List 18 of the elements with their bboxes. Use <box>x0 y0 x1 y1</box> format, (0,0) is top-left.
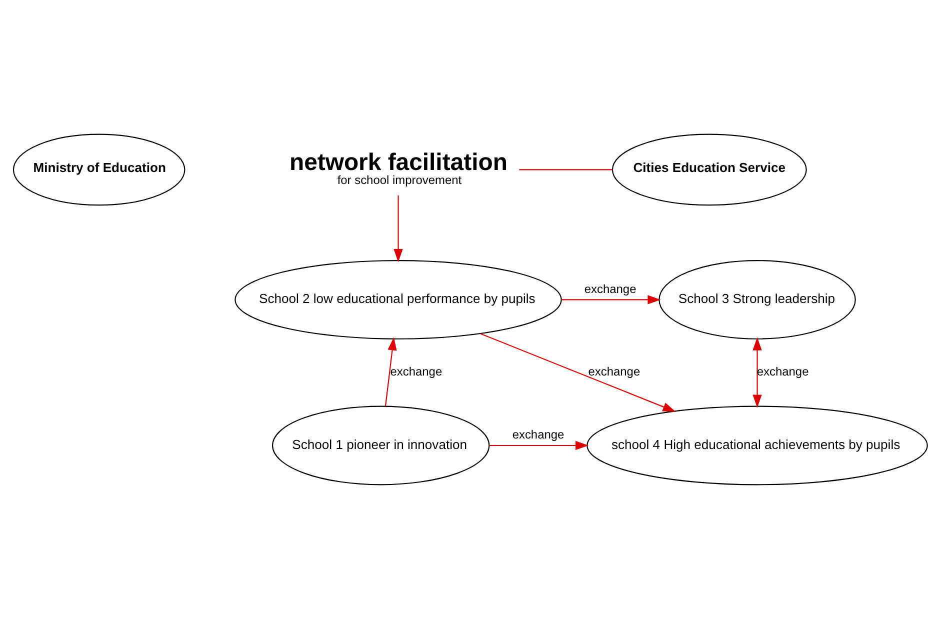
arrow <box>489 440 588 450</box>
edge-label: exchange <box>584 282 636 296</box>
edge-label: exchange <box>588 364 640 379</box>
node-ellipse: Cities Education Service <box>611 134 806 206</box>
node-ellipse: School 2 low educational performance by pupils <box>234 260 562 340</box>
connector <box>518 169 612 170</box>
arrow <box>480 333 676 412</box>
node-ellipse: School 1 pioneer in innovation <box>272 406 490 486</box>
arrow <box>752 337 762 408</box>
arrow <box>384 337 396 406</box>
edge-label: exchange <box>390 364 442 379</box>
node-ellipse: school 4 High educational achievements by pupils <box>586 406 928 486</box>
edge-label: exchange <box>512 428 564 442</box>
node-ellipse: Ministry of Education <box>12 134 185 206</box>
arrow <box>560 295 660 304</box>
arrow <box>393 195 402 262</box>
node-text: network facilitation for school improvement <box>288 148 507 188</box>
node-ellipse: School 3 Strong leadership <box>658 260 856 340</box>
